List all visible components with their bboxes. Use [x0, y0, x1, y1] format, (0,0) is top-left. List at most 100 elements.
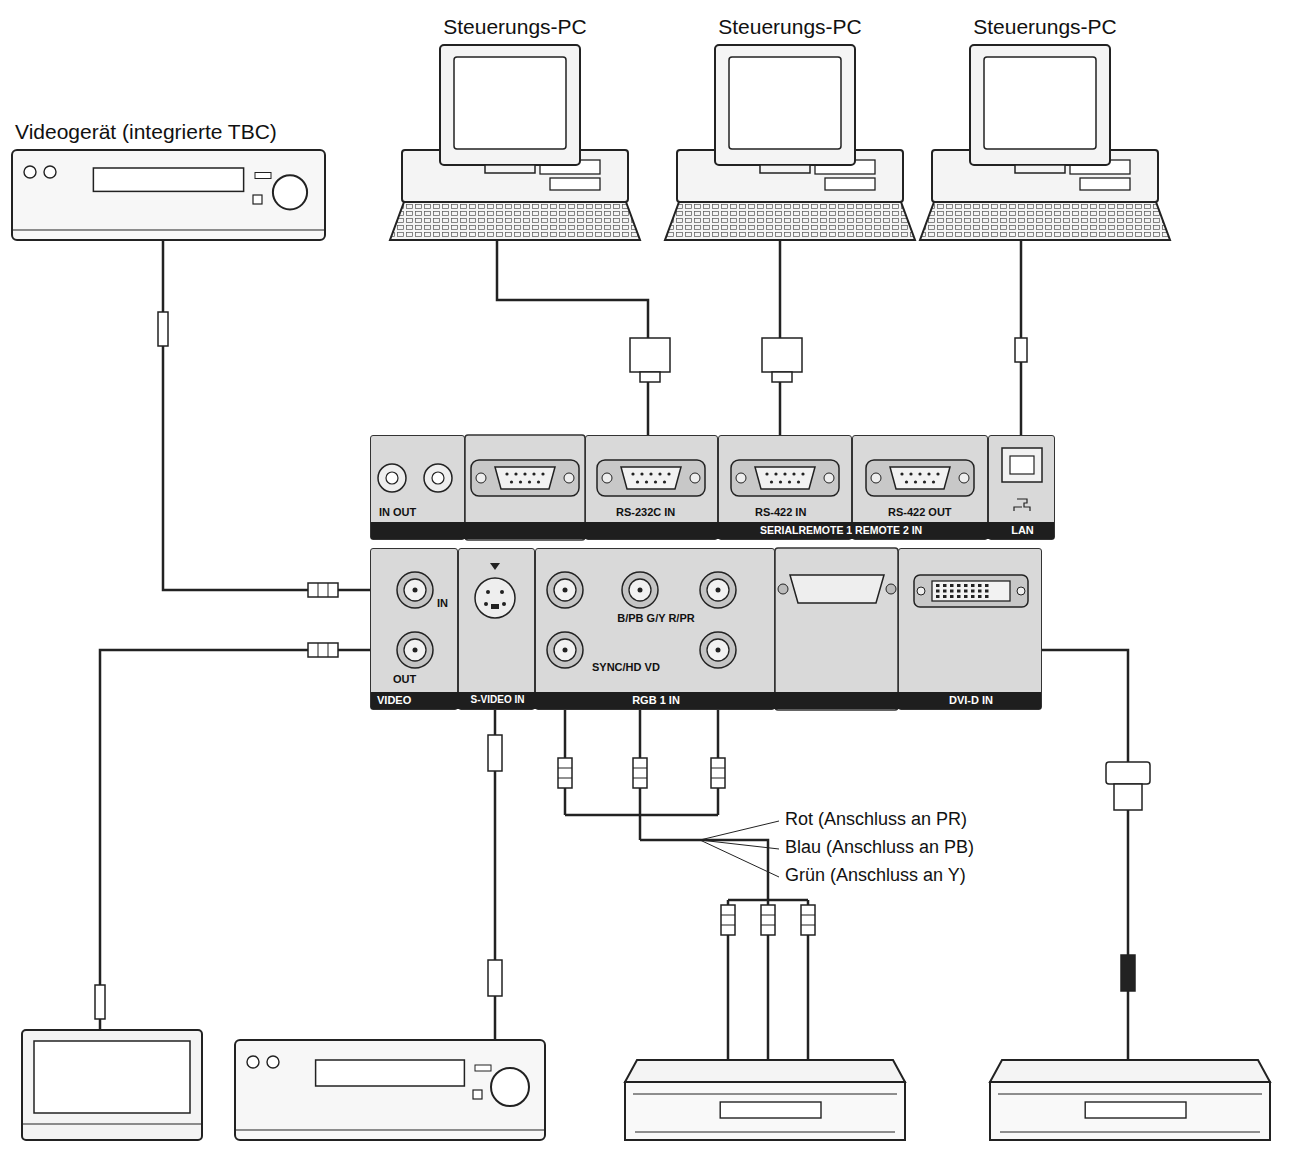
s-video-plug [488, 960, 502, 996]
screw [886, 584, 896, 594]
bnc-jack-core [404, 639, 426, 661]
bnc-pin [413, 588, 418, 593]
pin [936, 590, 940, 593]
pin [505, 472, 508, 475]
rca-plug [158, 312, 168, 346]
monitor-screen [984, 57, 1096, 149]
pin [640, 472, 643, 475]
label-bar [371, 522, 1054, 539]
port-label: DVI-D IN [899, 694, 1043, 707]
pin [510, 480, 513, 483]
drive-bay [1080, 178, 1130, 190]
d-sub-plug-neck [772, 372, 792, 382]
lan-jack-opening [1010, 456, 1034, 474]
pin [900, 472, 903, 475]
pin [927, 472, 930, 475]
bnc-jack [547, 632, 583, 668]
device-node: Videogerät (integrierte TBC) [12, 150, 325, 240]
control-pc [390, 45, 640, 240]
d-sub-plug-neck [640, 372, 660, 382]
lan-symbol [1014, 499, 1030, 511]
pin [645, 480, 648, 483]
bnc-plug [633, 758, 647, 788]
plug-ring [711, 778, 725, 779]
monitor-screen [454, 57, 566, 149]
monitor-stand [485, 165, 535, 173]
disc-tray [1085, 1102, 1186, 1118]
d-sub-shell [755, 467, 815, 489]
plug-ring [721, 915, 735, 916]
bnc-pin [638, 588, 643, 593]
d-sub-jack [731, 460, 839, 496]
pin [905, 480, 908, 483]
plug-ring [328, 583, 329, 597]
plug-ring [711, 768, 725, 769]
bnc-jack [700, 572, 736, 608]
pin [631, 472, 634, 475]
screw [917, 587, 925, 595]
pin [779, 480, 782, 483]
round-jack-core [432, 472, 444, 484]
hdmi-plug [1121, 955, 1135, 991]
pin [783, 472, 786, 475]
keyboard [920, 202, 1170, 240]
bnc-jack-core [554, 579, 576, 601]
pin [985, 595, 989, 598]
dvd-player [625, 1060, 905, 1140]
pin [971, 584, 975, 587]
panel-section [775, 548, 898, 710]
button [473, 1090, 482, 1099]
bnc-pin [716, 588, 721, 593]
monitor-tv [22, 1030, 202, 1140]
pin [667, 472, 670, 475]
pin [532, 472, 535, 475]
pin [914, 480, 917, 483]
rgb-cable [640, 840, 768, 900]
pin [936, 584, 940, 587]
pin [978, 595, 982, 598]
pin [950, 590, 954, 593]
plug-ring [721, 925, 735, 926]
player-body [990, 1082, 1270, 1140]
pin [957, 584, 961, 587]
tape-slot [316, 1060, 465, 1086]
d-sub-jack [597, 460, 705, 496]
label-bar [371, 692, 1041, 709]
port-label: RS-232C IN [616, 506, 675, 519]
disc-tray [720, 1102, 821, 1118]
rca-plug [95, 985, 105, 1019]
pin [486, 590, 490, 594]
plug-ring [633, 778, 647, 779]
pin [500, 590, 504, 594]
bnc-pin [716, 648, 721, 653]
button [253, 195, 262, 204]
round-jack [378, 464, 406, 492]
pin [537, 480, 540, 483]
plug-ring [318, 583, 319, 597]
bnc-plug [761, 905, 775, 935]
lan-jack [1002, 448, 1042, 482]
d-sub-jack [866, 460, 974, 496]
cable-connector [497, 240, 648, 435]
pin [943, 584, 947, 587]
plug-ring [328, 643, 329, 657]
monitor-stand [760, 165, 810, 173]
port-label: B/PB G/Y R/PR [536, 612, 776, 625]
cable-colour-label: Rot (Anschluss an PR) [785, 809, 967, 831]
d-sub-jack [471, 460, 579, 496]
bnc-jack [700, 632, 736, 668]
player-body [625, 1082, 905, 1140]
device-label: Steuerungs-PC [973, 14, 1117, 39]
cable-connector [163, 240, 370, 590]
plug-ring [801, 915, 815, 916]
pin [971, 590, 975, 593]
plug-ring [633, 768, 647, 769]
bnc-pin [563, 588, 568, 593]
device-label: Steuerungs-PC [718, 14, 862, 39]
indicator [247, 1056, 259, 1068]
s-video-plug [488, 735, 502, 771]
pin [801, 472, 804, 475]
screw [564, 473, 574, 483]
port-label: LAN [989, 524, 1056, 537]
pin [923, 480, 926, 483]
